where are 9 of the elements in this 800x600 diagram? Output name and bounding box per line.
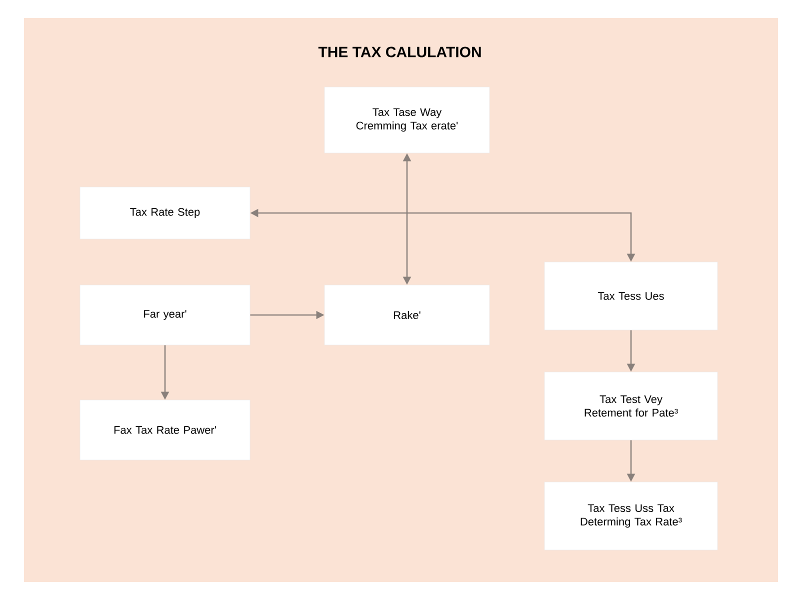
process-box: Tax Test Vey Retement for Pate³: [544, 372, 718, 440]
process-box: Tax Tase Way Cremming Tax erate': [324, 86, 490, 154]
process-box: Tax Tess Ues: [544, 262, 718, 330]
process-box: Tax Rate Step: [80, 186, 250, 240]
process-box: Rake': [324, 284, 490, 346]
process-box: Tax Tess Uss Tax Determing Tax Rate³: [544, 482, 718, 550]
process-box: Far year': [80, 284, 250, 346]
process-box: Fax Tax Rate Pawer': [80, 400, 250, 460]
title: THE TAX CALULATION: [318, 46, 481, 58]
